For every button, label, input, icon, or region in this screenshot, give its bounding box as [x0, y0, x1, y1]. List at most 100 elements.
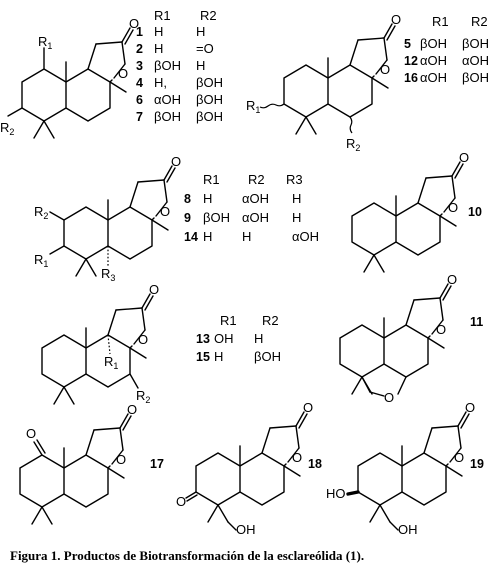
atom-r3-label: R3	[101, 266, 115, 283]
atom-o-carbonyl: O	[129, 16, 139, 31]
atom-o-carbonyl: O	[127, 402, 137, 417]
atom-o-ring: O	[116, 452, 126, 467]
atom-o-ether: O	[384, 390, 394, 405]
r2-value: H	[196, 58, 205, 73]
r1-value: βOH	[420, 36, 447, 51]
atom-oh: OH	[398, 522, 418, 537]
compound-number: 14	[184, 230, 198, 244]
atom-r2-label: R2	[136, 388, 150, 405]
atom-o-ketone: O	[176, 494, 186, 509]
atom-r2-label: R2	[346, 136, 360, 153]
compound-number: 16	[404, 71, 418, 85]
atom-o-ring: O	[118, 66, 128, 81]
table-a-header-r1: R1	[154, 8, 171, 23]
r2-value: H	[242, 229, 251, 244]
atom-o-ring: O	[380, 62, 390, 77]
compound-number: 1	[136, 25, 143, 39]
compound-number: 5	[404, 37, 411, 51]
atom-ho: HO	[326, 486, 346, 501]
table-d-header-r1: R1	[220, 313, 237, 328]
structure-13-15: R1 R2 O O	[41, 282, 159, 405]
r2-value: αOH	[242, 191, 269, 206]
r2-value: H	[254, 331, 263, 346]
atom-o-ring: O	[292, 450, 302, 465]
r1-value: H	[214, 349, 223, 364]
structure-1-7: R1 R2 O O	[0, 16, 139, 139]
atom-o-carbonyl: O	[391, 12, 401, 27]
figure-caption: Figura 1. Productos de Biotransformación…	[10, 548, 364, 563]
structure-19: HO OH O O	[326, 400, 475, 537]
r2-value: βOH	[254, 349, 281, 364]
compound-label-17: 17	[150, 457, 164, 471]
r2-value: βOH	[196, 92, 223, 107]
r2-value: αOH	[462, 53, 489, 68]
atom-r1-label: R1	[104, 354, 118, 371]
r1-value: βOH	[154, 58, 181, 73]
atom-o-carbonyl: O	[465, 400, 475, 415]
atom-r2-label: R2	[34, 204, 48, 221]
atom-o-ring: O	[448, 200, 458, 215]
r1-value: OH	[214, 331, 234, 346]
r1-value: H	[203, 191, 212, 206]
r2-value: βOH	[196, 75, 223, 90]
compound-number: 3	[136, 59, 143, 73]
structure-10: O O	[351, 150, 469, 273]
structure-11: O O O	[339, 272, 457, 405]
compound-label-10: 10	[468, 205, 482, 219]
r3-value: αOH	[292, 229, 319, 244]
r2-value: βOH	[462, 36, 489, 51]
table-b-header-r1: R1	[432, 14, 449, 29]
r1-value: H,	[154, 75, 167, 90]
atom-o-ketone: O	[26, 426, 36, 441]
compound-number: 8	[184, 192, 191, 206]
structure-5-12-16: R1 R2 O O	[246, 12, 401, 153]
structure-18: O OH O O	[176, 400, 313, 537]
table-a-header-r2: R2	[200, 8, 217, 23]
r3-value: H	[292, 210, 301, 225]
atom-o-ring: O	[436, 322, 446, 337]
compound-number: 2	[136, 42, 143, 56]
compound-number: 6	[136, 93, 143, 107]
table-d-header-r2: R2	[262, 313, 279, 328]
r2-value: =O	[196, 41, 214, 56]
atom-r1-label: R1	[38, 34, 52, 51]
r2-value: βOH	[462, 70, 489, 85]
r1-value: αOH	[154, 92, 181, 107]
r2-value: H	[196, 24, 205, 39]
compound-number: 15	[196, 350, 210, 364]
r1-value: αOH	[420, 70, 447, 85]
compound-label-19: 19	[470, 457, 484, 471]
structure-17: O O O	[19, 402, 137, 525]
atom-o-ring: O	[138, 332, 148, 347]
atom-o-ring: O	[454, 450, 464, 465]
r2-value: αOH	[242, 210, 269, 225]
atom-o-carbonyl: O	[149, 282, 159, 297]
compound-number: 12	[404, 54, 418, 68]
atom-o-carbonyl: O	[447, 272, 457, 287]
r1-value: H	[154, 41, 163, 56]
atom-o-carbonyl: O	[459, 150, 469, 165]
compound-label-11: 11	[470, 315, 483, 329]
table-c-header-r2: R2	[248, 172, 265, 187]
atom-o-carbonyl: O	[171, 154, 181, 169]
compound-number: 7	[136, 110, 143, 124]
r3-value: H	[292, 191, 301, 206]
table-c-header-r1: R1	[203, 172, 220, 187]
compound-number: 13	[196, 332, 210, 346]
table-b-header-r2: R2	[471, 14, 488, 29]
r1-value: αOH	[420, 53, 447, 68]
r1-value: βOH	[154, 109, 181, 124]
r1-value: βOH	[203, 210, 230, 225]
r2-value: βOH	[196, 109, 223, 124]
r1-value: H	[154, 24, 163, 39]
structure-8-9-14: R2 R1 R3 O O	[34, 154, 181, 283]
r1-value: H	[203, 229, 212, 244]
atom-o-ring: O	[160, 204, 170, 219]
atom-oh: OH	[236, 522, 256, 537]
atom-o-carbonyl: O	[303, 400, 313, 415]
compound-number: 4	[136, 76, 143, 90]
